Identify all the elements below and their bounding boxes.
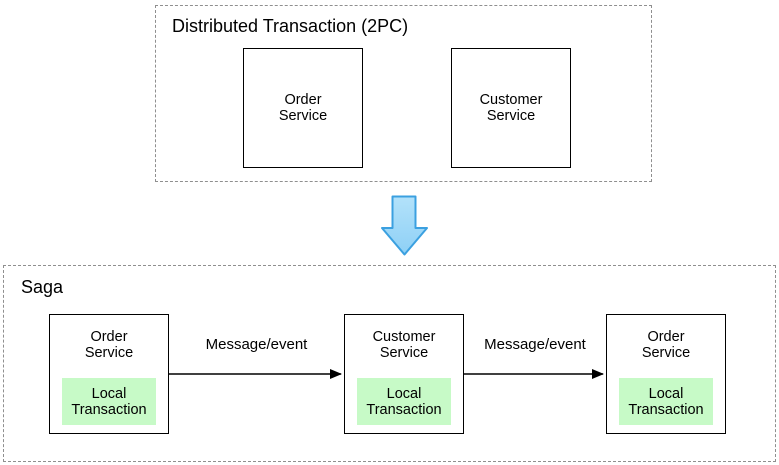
local-transaction-label: Local Transaction: [628, 385, 704, 418]
saga-customer-service-box: Customer Service Local Transaction: [344, 314, 464, 434]
message-event-label-2: Message/event: [484, 336, 586, 353]
order-service-label: Order Service: [641, 329, 691, 361]
two-pc-customer-service-box: Customer Service: [451, 48, 571, 168]
local-transaction-box: Local Transaction: [357, 378, 451, 425]
saga-order-service-box-2: Order Service Local Transaction: [606, 314, 726, 434]
customer-service-label: Customer Service: [479, 92, 543, 124]
transform-down-arrow-icon: [381, 195, 428, 256]
two-pc-container: Distributed Transaction (2PC) Order Serv…: [155, 5, 652, 182]
order-service-label: Order Service: [84, 329, 134, 361]
saga-container: Saga Order Service Local Transaction Cus…: [3, 265, 776, 462]
saga-title: Saga: [21, 277, 64, 297]
local-transaction-label: Local Transaction: [366, 385, 442, 418]
saga-order-service-box-1: Order Service Local Transaction: [49, 314, 169, 434]
two-pc-order-service-box: Order Service: [243, 48, 363, 168]
two-pc-title: Distributed Transaction (2PC): [172, 16, 409, 36]
customer-service-label: Customer Service: [372, 329, 436, 361]
order-service-label: Order Service: [278, 92, 328, 124]
local-transaction-box: Local Transaction: [619, 378, 713, 425]
message-event-label-1: Message/event: [205, 336, 308, 353]
local-transaction-box: Local Transaction: [62, 378, 156, 425]
local-transaction-label: Local Transaction: [71, 385, 147, 418]
